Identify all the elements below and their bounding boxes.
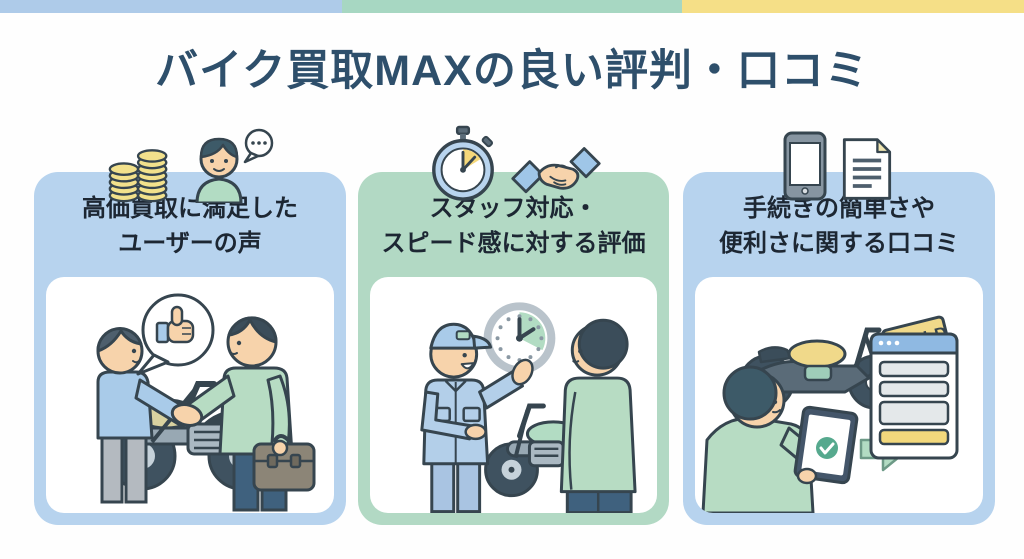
illustration-panel xyxy=(46,277,334,513)
user-with-tablet-figure xyxy=(701,365,825,513)
review-card-price: 高価買取に満足した ユーザーの声 xyxy=(34,172,346,525)
form-field xyxy=(878,400,950,425)
top-accent-bar xyxy=(0,0,1024,13)
page-title: バイク買取MAXの良い評判・口コミ xyxy=(155,47,869,95)
top-bar-blue-segment xyxy=(0,0,342,13)
card-heading-line1: スタッフ対応・ xyxy=(429,195,598,222)
handshake-hands xyxy=(170,402,204,427)
card-heading: 手続きの簡単さや 便利さに関する口コミ xyxy=(683,172,995,261)
card-heading-line2: ユーザーの声 xyxy=(118,230,262,257)
card-heading: 高価買取に満足した ユーザーの声 xyxy=(34,172,346,261)
card-heading: スタッフ対応・ スピード感に対する評価 xyxy=(358,172,669,261)
staff-figure xyxy=(420,322,534,513)
tablet-icon xyxy=(793,405,859,484)
clock-icon xyxy=(483,301,556,374)
staff-explaining-illustration xyxy=(420,301,637,513)
form-submit-button xyxy=(878,428,950,445)
easy-procedure-illustration: SOLD xyxy=(701,315,959,513)
thumbs-up-bubble-icon xyxy=(136,293,215,375)
buyer-figure xyxy=(184,315,316,511)
card-heading-line1: 手続きの簡単さや xyxy=(743,195,935,222)
card-heading-line1: 高価買取に満足した xyxy=(82,195,298,222)
briefcase-icon xyxy=(252,433,316,491)
illustration-panel xyxy=(370,277,657,513)
review-card-convenience: 手続きの簡単さや 便利さに関する口コミ xyxy=(683,172,995,525)
customer-figure xyxy=(559,318,637,513)
review-card-staff: スタッフ対応・ スピード感に対する評価 xyxy=(358,172,669,525)
top-bar-yellow-segment xyxy=(682,0,1024,13)
card-heading-line2: 便利さに関する口コミ xyxy=(719,230,959,257)
card-heading-line2: スピード感に対する評価 xyxy=(381,230,646,257)
form-field xyxy=(878,360,950,377)
top-bar-green-segment xyxy=(342,0,682,13)
form-field xyxy=(878,380,950,397)
handshake-deal-illustration xyxy=(96,293,316,511)
illustration-panel: SOLD xyxy=(695,277,983,513)
browser-form-window xyxy=(869,332,959,459)
